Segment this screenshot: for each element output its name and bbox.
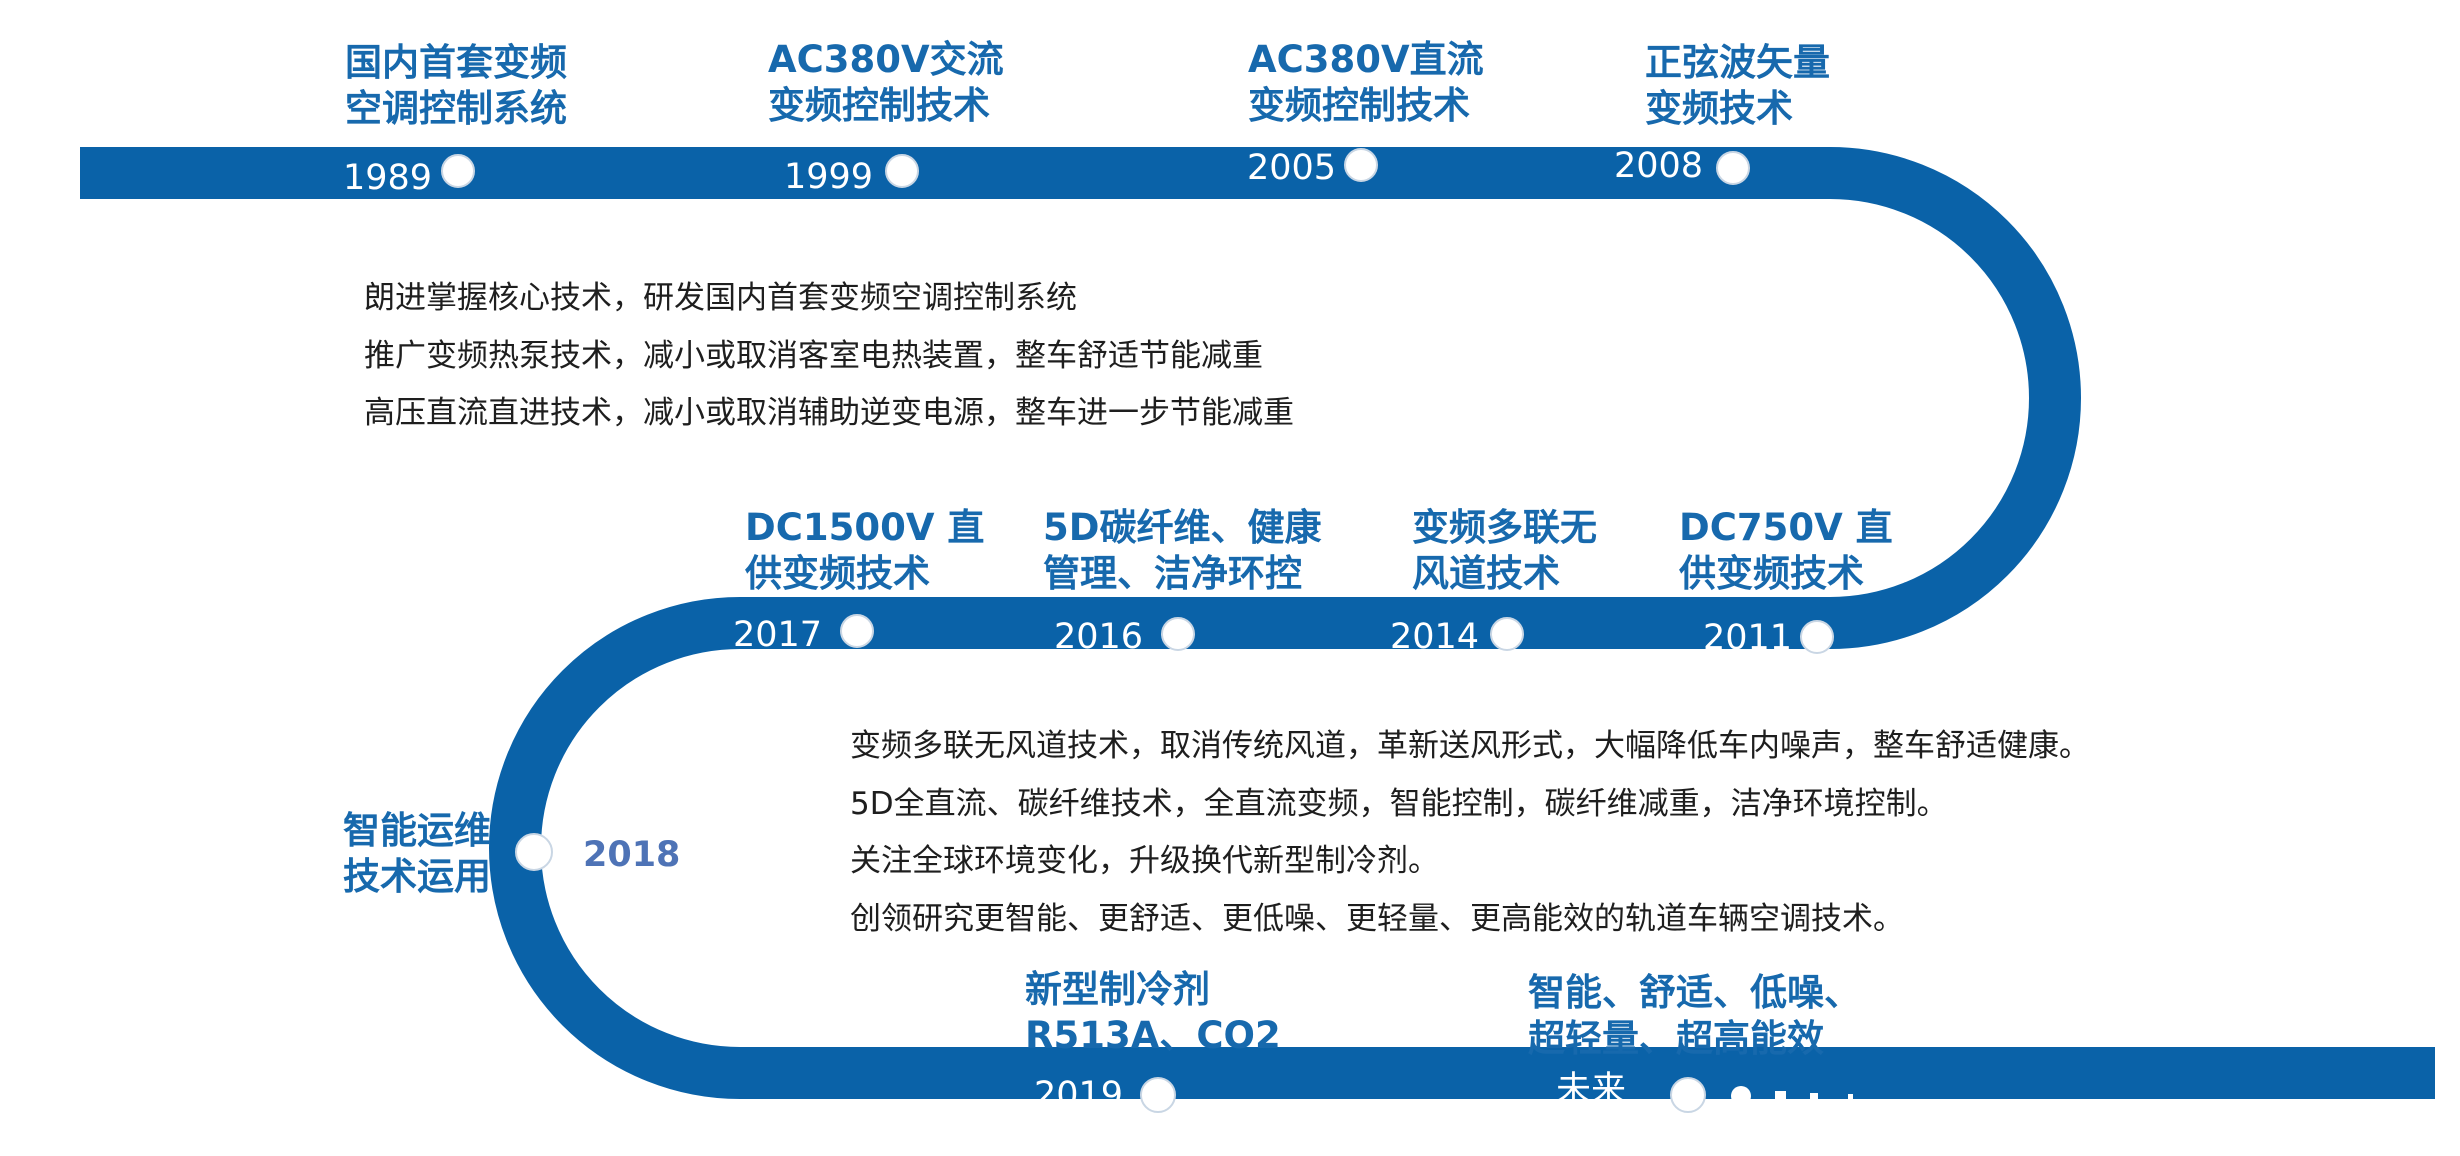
milestone-title-2018: 智能运维技术运用	[343, 809, 491, 898]
description-line: 5D全直流、碳纤维技术，全直流变频，智能控制，碳纤维减重，洁净环境控制。	[850, 785, 1948, 822]
description-line: 关注全球环境变化，升级换代新型制冷剂。	[850, 843, 1439, 879]
milestone-title-1999: AC380V交流变频控制技术	[768, 38, 1004, 127]
milestone-year-2014: 2014	[1390, 617, 1480, 657]
milestone-node-1999	[885, 154, 919, 188]
milestone-node-2017	[840, 614, 874, 648]
milestone-year-2008: 2008	[1614, 146, 1704, 186]
milestone-title-2011: DC750V 直供变频技术	[1679, 506, 1893, 595]
milestone-title-1989: 国内首套变频空调控制系统	[345, 41, 567, 130]
milestone-node-future	[1670, 1077, 1706, 1113]
milestone-title-2016: 5D碳纤维、健康管理、洁净环控	[1043, 506, 1322, 595]
milestone-node-2018	[515, 833, 553, 871]
milestone-title-2017: DC1500V 直供变频技术	[745, 506, 985, 595]
continuation-dot-3	[1810, 1093, 1818, 1101]
milestone-year-2016: 2016	[1054, 617, 1144, 657]
description-line: 推广变频热泵技术，减小或取消客室电热装置，整车舒适节能减重	[364, 337, 1263, 374]
milestone-year-2019: 2019	[1034, 1075, 1124, 1115]
milestone-title-2014: 变频多联无风道技术	[1412, 506, 1597, 595]
milestone-year-2017: 2017	[733, 615, 823, 655]
milestone-title-future: 智能、舒适、低噪、超轻量、超高能效	[1528, 971, 1861, 1060]
milestone-node-2005	[1344, 148, 1378, 182]
description-line: 变频多联无风道技术，取消传统风道，革新送风形式，大幅降低车内噪声，整车舒适健康。	[850, 728, 2090, 764]
description-line: 创领研究更智能、更舒适、更低噪、更轻量、更高能效的轨道车辆空调技术。	[850, 900, 1904, 937]
milestone-title-2008: 正弦波矢量变频技术	[1645, 41, 1830, 130]
milestone-year-1989: 1989	[343, 158, 433, 198]
continuation-dot-4	[1848, 1094, 1853, 1099]
milestone-year-1999: 1999	[784, 157, 874, 197]
milestone-title-2005: AC380V直流变频控制技术	[1248, 38, 1484, 127]
description-line: 朗进掌握核心技术，研发国内首套变频空调控制系统	[364, 280, 1077, 316]
milestone-year-2018: 2018	[583, 835, 681, 875]
milestone-year-future: 未来	[1556, 1070, 1627, 1110]
milestone-node-2016	[1161, 617, 1195, 651]
milestone-year-2011: 2011	[1703, 618, 1793, 658]
continuation-dot-2	[1775, 1091, 1786, 1102]
description-block-bottom: 变频多联无风道技术，取消传统风道，革新送风形式，大幅降低车内噪声，整车舒适健康。…	[850, 718, 2090, 948]
milestone-node-2008	[1716, 151, 1750, 185]
milestone-node-1989	[441, 154, 475, 188]
milestone-node-2011	[1800, 620, 1834, 654]
milestone-node-2019	[1140, 1077, 1176, 1113]
milestone-node-2014	[1490, 617, 1524, 651]
milestone-year-2005: 2005	[1247, 148, 1337, 188]
description-line: 高压直流直进技术，减小或取消辅助逆变电源，整车进一步节能减重	[364, 395, 1294, 431]
timeline-track	[80, 147, 2435, 1099]
description-block-top: 朗进掌握核心技术，研发国内首套变频空调控制系统 推广变频热泵技术，减小或取消客室…	[364, 270, 1294, 443]
continuation-dot-1	[1731, 1086, 1751, 1106]
